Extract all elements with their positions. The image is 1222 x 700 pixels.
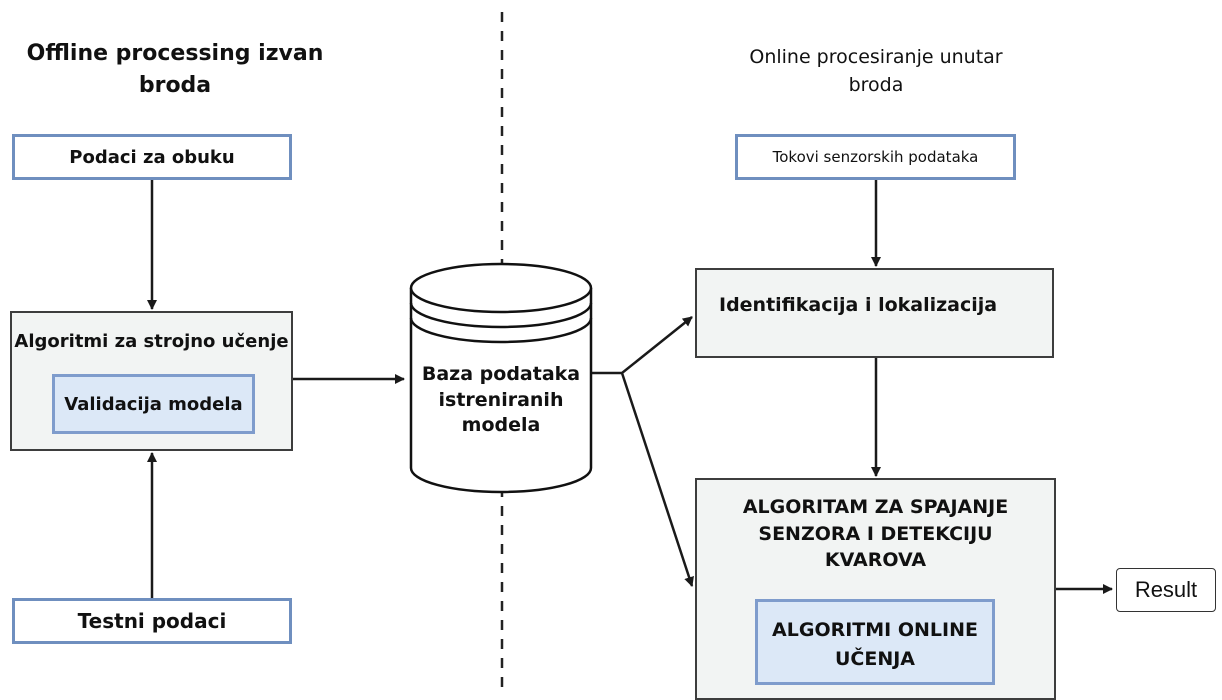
identification-localization-box: Identifikacija i lokalizacija <box>695 268 1054 358</box>
model-validation-box: Validacija modela <box>52 374 255 434</box>
model-validation-label: Validacija modela <box>64 393 243 415</box>
identification-label: Identifikacija i lokalizacija <box>719 294 998 316</box>
fusion-label-line2: SENZORA I DETEKCIJU <box>758 522 993 545</box>
database-cylinder-icon <box>409 262 593 494</box>
test-data-label: Testni podaci <box>77 609 227 633</box>
offline-title-line2: broda <box>138 72 212 98</box>
trained-models-database-label: Baza podataka istreniranih modela <box>411 362 591 439</box>
training-data-box: Podaci za obuku <box>12 134 292 180</box>
online-learning-line2: UČENJA <box>834 648 916 671</box>
result-box: Result <box>1116 568 1216 612</box>
test-data-box: Testni podaci <box>12 598 292 644</box>
training-data-label: Podaci za obuku <box>69 146 235 168</box>
db-label-line1: Baza podataka <box>421 363 581 385</box>
arrow-database-to-identification <box>592 316 693 375</box>
fusion-label-line1: ALGORITAM ZA SPAJANJE <box>742 496 1009 518</box>
online-section-title: Online procesiranje unutar broda <box>706 44 1046 99</box>
offline-section-title: Offline processing izvan broda <box>10 38 340 102</box>
online-title-line2: broda <box>848 73 904 96</box>
ml-algorithms-label: Algoritmi za strojno učenje <box>14 331 289 352</box>
result-label: Result <box>1134 577 1198 602</box>
offline-title-line1: Offline processing izvan <box>26 41 324 66</box>
arrow-database-to-fusion <box>620 372 694 587</box>
online-learning-box: ALGORITMI ONLINE UČENJA <box>755 599 995 685</box>
sensor-fusion-fault-detection-box: ALGORITAM ZA SPAJANJE SENZORA I DETEKCIJ… <box>695 478 1056 700</box>
ml-algorithms-box: Algoritmi za strojno učenje Validacija m… <box>10 311 293 451</box>
online-title-line1: Online procesiranje unutar <box>749 46 1003 68</box>
sensor-streams-box: Tokovi senzorskih podataka <box>735 134 1016 180</box>
sensor-streams-label: Tokovi senzorskih podataka <box>772 148 979 166</box>
db-label-line2: istreniranih <box>438 388 564 411</box>
db-label-line3: modela <box>461 414 541 437</box>
online-learning-line1: ALGORITMI ONLINE <box>772 619 978 641</box>
fusion-label-line3: KVAROVA <box>824 549 927 572</box>
